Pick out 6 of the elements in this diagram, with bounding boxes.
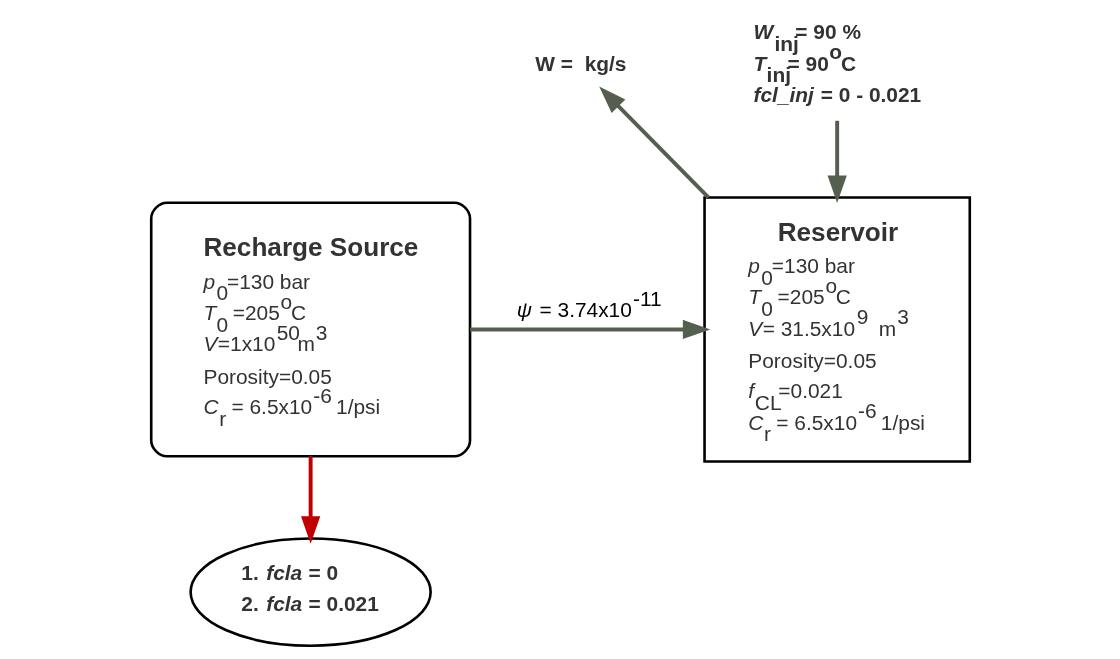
arrow [598,86,710,199]
arrow [300,456,320,544]
arrow [827,120,847,204]
node-ellipse: 1. fcla = 0 2. fcla = 0.021 [188,537,432,647]
node-text: W = kg/s [534,51,626,75]
arrow [469,319,710,340]
